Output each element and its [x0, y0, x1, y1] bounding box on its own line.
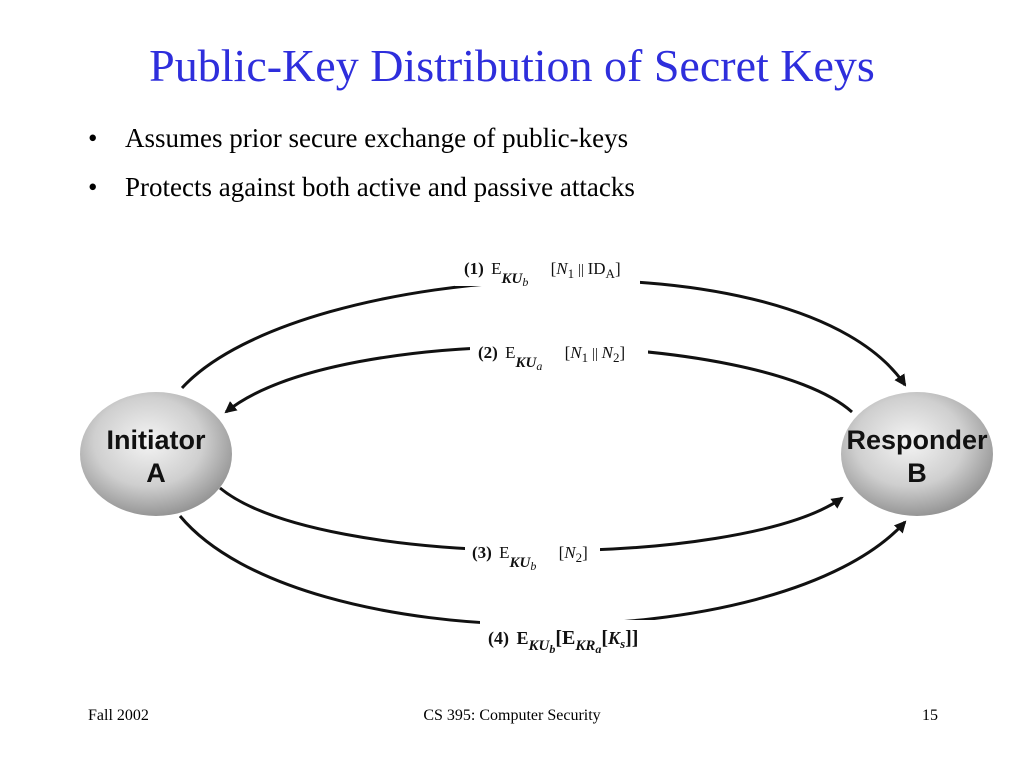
bullet-text: Protects against both active and passive… — [125, 172, 635, 202]
message-3-label: (3) EKUb [N2] — [472, 543, 588, 574]
message-1-label: (1) EKUb [N1 || IDA] — [464, 259, 621, 290]
bullet-icon: • — [88, 172, 98, 202]
bullet-item: • Assumes prior secure exchange of publi… — [88, 120, 635, 156]
message-2-label: (2) EKUa [N1 || N2] — [478, 343, 625, 374]
bullet-item: • Protects against both active and passi… — [88, 169, 635, 205]
key-distribution-diagram: (1) EKUb [N1 || IDA] (2) EKUa [N1 || N2]… — [80, 252, 993, 660]
message-4-label: (4) EKUb[EKRa[Ks]] — [488, 627, 638, 656]
initiator-node: Initiator A — [80, 392, 232, 516]
responder-label: Responder — [846, 425, 988, 455]
footer-course: CS 395: Computer Security — [423, 707, 601, 724]
responder-node: Responder B — [841, 392, 993, 516]
footer-page-number: 15 — [922, 707, 938, 724]
slide-title: Public-Key Distribution of Secret Keys — [149, 40, 875, 91]
bullet-text: Assumes prior secure exchange of public-… — [125, 123, 629, 153]
bullet-icon: • — [88, 123, 98, 153]
footer-date: Fall 2002 — [88, 707, 149, 724]
bullet-list: • Assumes prior secure exchange of publi… — [88, 120, 635, 218]
initiator-id: A — [146, 458, 166, 488]
initiator-label: Initiator — [107, 425, 206, 455]
responder-id: B — [907, 458, 927, 488]
